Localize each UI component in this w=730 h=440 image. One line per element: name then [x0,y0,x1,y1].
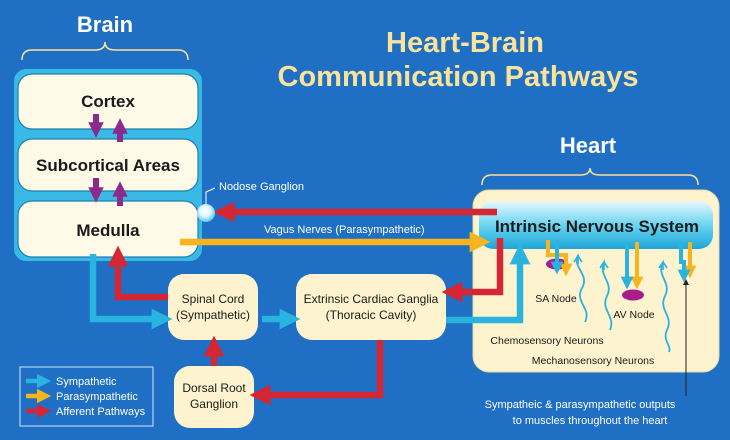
ecg-box [296,274,446,340]
legend-label-parasympathetic: Parasympathetic [56,391,138,403]
medulla-to-spinal-symp-arrow [89,254,173,330]
heart-heading: Heart [560,133,617,158]
mechanosensory-tip-1 [658,259,668,270]
outputs-note-2: to muscles throughout the heart [513,415,668,427]
legend-label-sympathetic: Sympathetic [56,376,117,388]
ins-label: Intrinsic Nervous System [495,217,699,236]
mechanosensory-label: Mechanosensory Neurons [532,355,655,367]
brain-bracket [21,41,189,61]
chemosensory-tip-2 [599,259,609,270]
spinal-cord-box [168,274,258,340]
drg-box [174,366,254,428]
legend-item-sympathetic: Sympathetic [26,373,117,389]
ecg-label-2: (Thoracic Cavity) [326,308,417,322]
heart-bracket [481,167,699,186]
spinal-to-medulla-afferent-arrow [107,245,168,301]
mechanosensory-squiggle-1 [660,261,671,353]
spinal-cord-label-2: (Sympathetic) [176,308,250,322]
title-line-1: Heart-Brain [386,27,544,59]
outputs-note-1: Sympatheic & parasympathetic outputs [485,399,676,411]
legend-item-parasympathetic: Parasympathetic [26,388,138,404]
legend-box [19,366,154,427]
medulla-label: Medulla [76,221,140,240]
vagus-label: Vagus Nerves (Parasympathetic) [264,224,425,236]
brain-heading: Brain [77,12,133,37]
nodose-leader [205,187,216,205]
legend-label-afferent: Afferent Pathways [56,406,146,418]
nodose-ganglion [197,204,215,222]
ecg-to-heart-symp-arrow [446,243,531,324]
spinal-cord-label-1: Spinal Cord [182,292,245,306]
drg-label-2: Ganglion [190,397,238,411]
cortex-box [17,73,199,130]
drg-label-1: Dorsal Root [182,381,246,395]
ecg-label-1: Extrinsic Cardiac Ganglia [304,292,439,306]
av-node [622,289,644,301]
sa-node-label: SA Node [535,293,577,305]
ins-bar [479,201,713,249]
subcortical-label: Subcortical Areas [36,156,180,175]
cortex-label: Cortex [81,92,135,111]
heart-symp-output-3 [677,242,691,283]
chemosensory-tip-1 [573,253,583,264]
legend-item-afferent: Afferent Pathways [26,403,146,419]
heart-to-ecg-afferent-arrow [441,238,504,303]
chemosensory-squiggle-1 [575,254,588,323]
nodose-label: Nodose Ganglion [219,181,304,193]
subcortical-box [17,138,199,192]
ecg-to-drg-afferent-arrow [249,340,384,406]
chemosensory-label: Chemosensory Neurons [490,335,603,347]
title-line-2: Communication Pathways [278,61,639,93]
av-node-label: AV Node [613,309,654,321]
chemosensory-squiggle-2 [601,261,613,331]
